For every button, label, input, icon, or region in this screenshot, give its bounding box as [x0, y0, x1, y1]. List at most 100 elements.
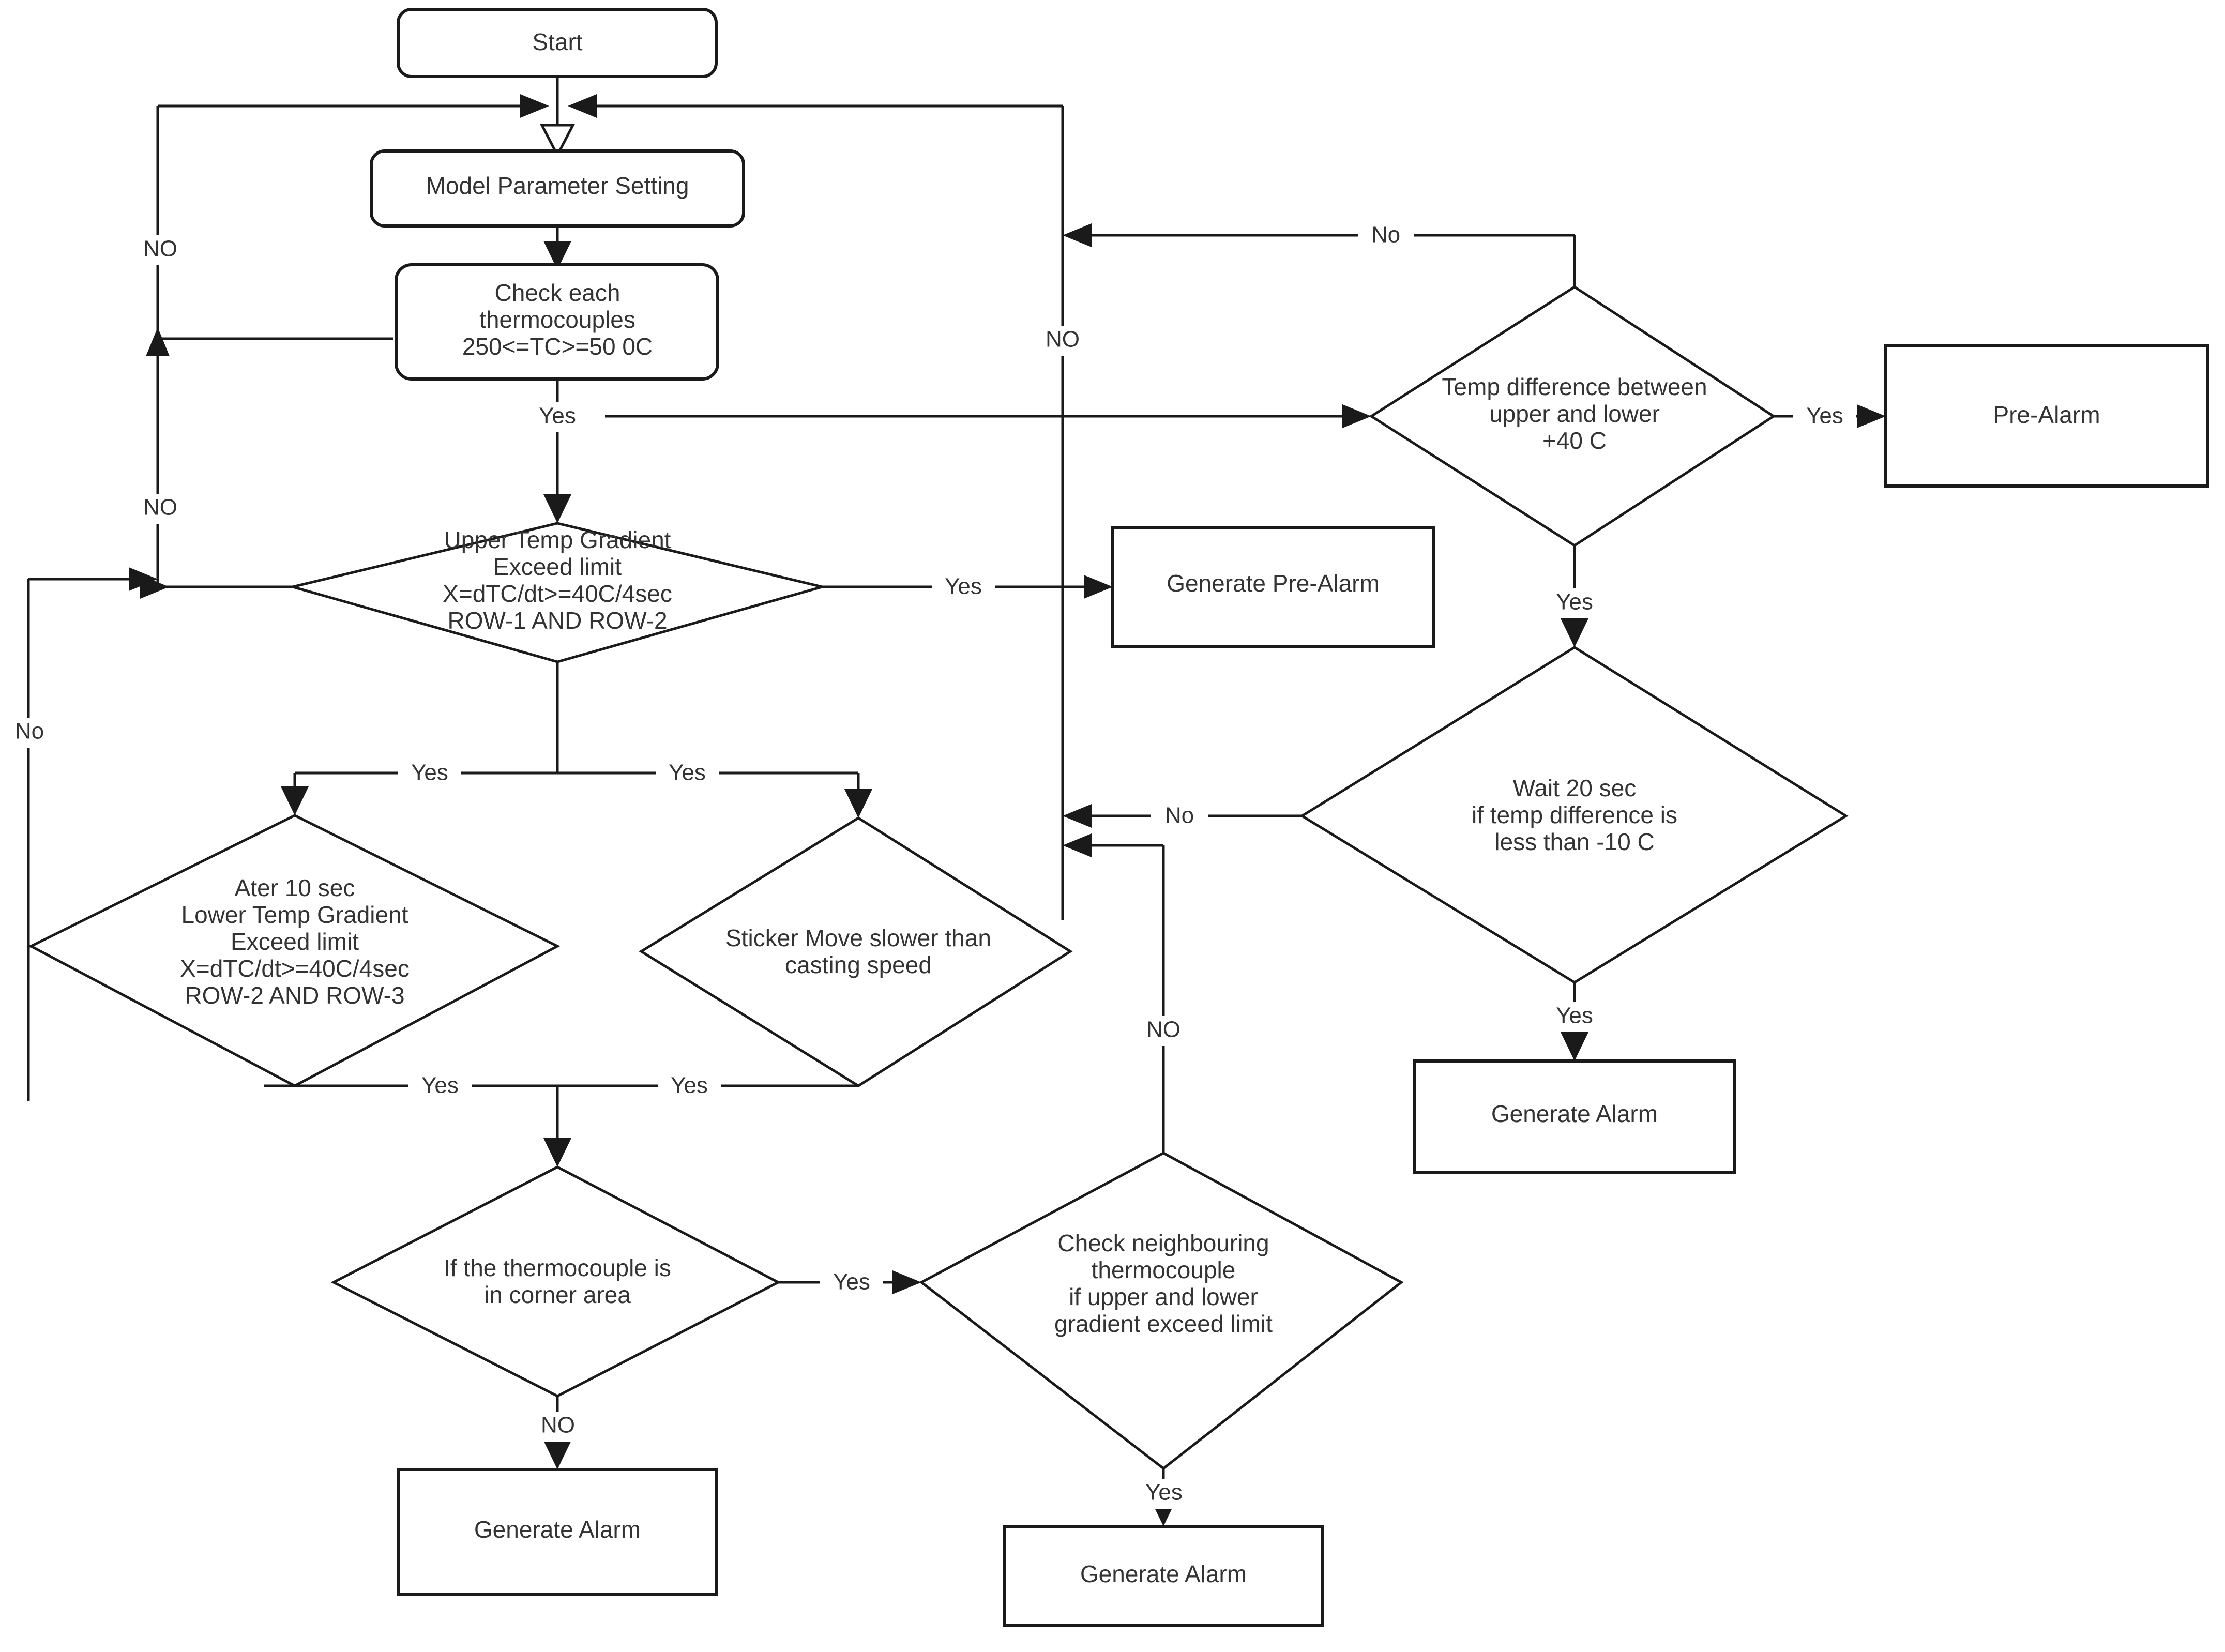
arrowhead-wait-no [1063, 804, 1092, 828]
node-wait-20-sec-line1: Wait 20 sec [1513, 775, 1637, 801]
arrowhead-left-loop-up [146, 327, 170, 356]
node-temp-difference[interactable] [1369, 285, 1776, 547]
edge-label-yes-upper-right-branch: Yes [669, 760, 706, 785]
node-sticker-move[interactable] [639, 816, 1073, 1087]
node-check-thermocouples[interactable] [395, 263, 719, 381]
node-upper-temp-gradient-line1: Upper Temp Gradient [444, 526, 671, 553]
label-bg-yes-split-left [398, 759, 461, 789]
label-bg-no-left-top [132, 235, 189, 265]
node-model-parameter-setting-label: Model Parameter Setting [426, 172, 689, 199]
node-generate-pre-alarm-mid-label: Generate Pre-Alarm [1167, 570, 1380, 597]
node-check-neighbouring-line4: gradient exceed limit [1054, 1310, 1273, 1337]
label-bg-no-corner [528, 1412, 587, 1442]
node-check-neighbouring[interactable] [919, 1151, 1404, 1471]
node-upper-temp-gradient-line2: Exceed limit [493, 553, 622, 580]
edges-layer [27, 77, 1886, 1526]
node-corner-area[interactable] [330, 1165, 781, 1398]
arrowhead-farleft [129, 567, 158, 591]
label-bg-yes-upper-prealarm [932, 573, 995, 603]
edge-label-no-left-mid: NO [143, 495, 177, 520]
edge-label-no-temp-diff-top: No [1371, 222, 1400, 248]
edge-label-no-corner-to-alarm: NO [541, 1413, 575, 1438]
node-wait-20-sec[interactable] [1299, 646, 1849, 984]
node-lower-temp-gradient-line3: Exceed limit [231, 928, 359, 955]
node-generate-alarm-bottom-mid[interactable] [1003, 1525, 1324, 1627]
node-generate-alarm-right[interactable] [1413, 1059, 1736, 1174]
node-corner-area-line2: in corner area [484, 1281, 631, 1308]
edge-label-yes-neighbour-to-alarm: Yes [1145, 1480, 1183, 1505]
edge-label-yes-temp-diff-to-prealarm: Yes [1806, 403, 1843, 429]
arrowhead-neighbour [892, 1270, 921, 1294]
node-temp-difference-line1: Temp difference between [1442, 373, 1707, 400]
arrowhead-wait [1561, 618, 1588, 647]
label-bg-yes-join-left [408, 1072, 472, 1102]
edge-label-yes-sticker-join: Yes [671, 1073, 708, 1098]
node-generate-alarm-right-label: Generate Alarm [1491, 1100, 1658, 1127]
label-bg-yes-join-right [658, 1072, 721, 1102]
node-upper-temp-gradient-line4: ROW-1 AND ROW-2 [447, 607, 667, 634]
node-pre-alarm-label: Pre-Alarm [1993, 401, 2100, 428]
node-check-thermocouples-line3: 250<=TC>=50 0C [462, 333, 653, 360]
edge-label-yes-check-to-upper: Yes [539, 403, 576, 429]
edge-label-no-wait-back: No [1165, 803, 1194, 828]
node-generate-alarm-bottom-left-label: Generate Alarm [474, 1516, 641, 1543]
arrowhead-lower-gradient [281, 786, 309, 815]
arrowhead-prealarm-right [1857, 404, 1886, 428]
arrowhead-alarm-bottomleft [543, 1441, 571, 1469]
arrowhead-open-model [539, 124, 576, 158]
node-lower-temp-gradient[interactable] [28, 814, 561, 1087]
node-wait-20-sec-line2: if temp difference is [1472, 801, 1677, 828]
arrowhead-tempdiff-left [1342, 404, 1371, 428]
edge-label-no-neighbour-back: NO [1146, 1017, 1180, 1042]
edge-label-yes-corner-to-neighbour: Yes [833, 1269, 870, 1295]
node-lower-temp-gradient-line5: ROW-2 AND ROW-3 [185, 982, 404, 1009]
label-bg-yes-check [527, 402, 587, 432]
label-bg-yes-split-right [656, 759, 719, 789]
edge-label-yes-wait-to-alarm: Yes [1556, 1003, 1593, 1028]
node-start-label: Start [532, 28, 582, 55]
label-bg-yes-neighbour [1132, 1479, 1195, 1509]
arrowhead-tempdiff-no [1063, 223, 1092, 247]
label-bg-yes-tempdiff-down [1543, 588, 1606, 618]
label-bg-no-center [1033, 326, 1092, 356]
arrowhead-neighbour-no [1063, 833, 1092, 857]
node-lower-temp-gradient-line2: Lower Temp Gradient [181, 901, 408, 928]
label-bg-no-wait [1151, 802, 1208, 832]
node-wait-20-sec-line3: less than -10 C [1494, 828, 1654, 855]
node-temp-difference-line2: upper and lower [1489, 400, 1660, 427]
edge-label-yes-temp-diff-down: Yes [1556, 589, 1593, 615]
arrowhead-upper [543, 494, 571, 523]
node-start[interactable] [397, 8, 718, 78]
arrowhead-alarm-right [1561, 1032, 1588, 1061]
arrowhead-left-return [520, 94, 549, 118]
node-check-thermocouples-line1: Check each [495, 279, 620, 306]
label-bg-no-neighbour [1134, 1016, 1193, 1046]
node-upper-temp-gradient[interactable] [287, 522, 827, 663]
node-generate-alarm-bottom-left[interactable] [397, 1468, 718, 1596]
node-generate-alarm-bottom-mid-label: Generate Alarm [1080, 1560, 1247, 1587]
node-pre-alarm[interactable] [1884, 344, 2209, 488]
arrowhead-check [543, 241, 571, 270]
label-bg-yes-tempdiff-prealarm [1793, 402, 1856, 432]
node-upper-temp-gradient-line3: X=dTC/dt>=40C/4sec [443, 580, 672, 607]
node-check-thermocouples-line2: thermocouples [479, 306, 635, 333]
node-temp-difference-line3: +40 C [1542, 427, 1607, 454]
label-bg-yes-wait-alarm [1543, 1002, 1606, 1032]
edge-label-yes-upper-left-branch: Yes [411, 760, 448, 785]
node-lower-temp-gradient-line1: Ater 10 sec [235, 874, 355, 901]
edge-label-no-left-top: NO [143, 236, 177, 262]
edge-label-no-center-column: NO [1046, 327, 1080, 352]
label-bg-no-tempdiff [1358, 221, 1414, 251]
node-model-parameter-setting[interactable] [370, 149, 745, 228]
node-sticker-move-line1: Sticker Move slower than [725, 924, 991, 951]
arrowhead-sticker [844, 789, 872, 818]
node-lower-temp-gradient-line4: X=dTC/dt>=40C/4sec [180, 955, 410, 982]
arrowhead-corner [543, 1138, 571, 1167]
arrowhead-right-return [568, 94, 597, 118]
edge-labels-layer: NO NO No Yes Yes Yes Yes Yes Yes NO [4, 221, 1856, 1509]
node-generate-pre-alarm-mid[interactable] [1111, 526, 1435, 648]
node-check-neighbouring-line2: thermocouple [1092, 1256, 1236, 1283]
node-corner-area-line1: If the thermocouple is [444, 1254, 671, 1281]
node-check-neighbouring-line1: Check neighbouring [1057, 1230, 1269, 1256]
